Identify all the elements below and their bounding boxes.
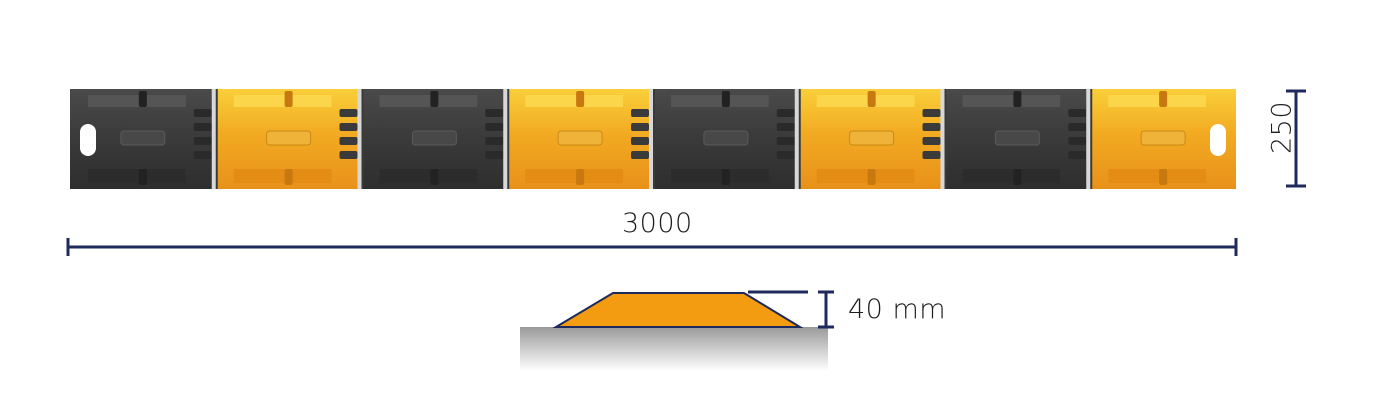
module-joint [503,89,508,189]
reflector-peg [284,169,293,185]
dark-module [363,89,508,189]
connector-tab [1068,109,1087,117]
logo-plate [266,130,312,146]
yellow-module [217,89,362,189]
yellow-module [800,89,945,189]
logo-plate [994,130,1040,146]
reflector-peg [867,91,876,107]
module-joint [211,89,216,189]
connector-tab [1068,123,1087,131]
logo-plate [1140,130,1186,146]
reflector-peg [138,91,147,107]
module-rib-bottom [379,169,478,183]
reflector-peg [1159,169,1168,185]
logo-plate [411,130,457,146]
connector-tab [922,137,941,145]
module-rib-top [1108,95,1206,107]
reflector-peg [1159,91,1168,107]
module-rib-bottom [962,169,1061,183]
connector-tab [193,123,212,131]
side-profile [520,292,828,371]
length-dimension-line [66,238,1238,256]
module-joint [794,89,799,189]
connector-tab [631,151,649,159]
module-rib-top [671,95,769,107]
height-label: 40 mm [848,294,947,325]
module-rib-bottom [233,169,332,183]
module-joint [1086,89,1091,189]
connector-tab [339,109,358,117]
connector-tab [776,151,795,159]
connector-tab [631,109,649,117]
module-rib-bottom [816,169,915,183]
reflector-peg [721,169,730,185]
connector-tab [485,123,504,131]
connector-tab [193,151,212,159]
connector-tab [485,109,504,117]
dark-module [655,89,799,189]
module-joint [357,89,362,189]
connector-tab [631,123,649,131]
module-rib-bottom [525,169,623,183]
module-rib-bottom [88,169,186,183]
length-label: 3000 [622,208,693,239]
module-joint [649,89,653,189]
logo-plate [120,130,166,146]
logo-plate [849,130,895,146]
left-handle-slot [80,124,96,156]
reflector-peg [1013,169,1022,185]
module-rib-top [962,95,1061,107]
logo-plate [703,130,749,146]
width-label: 250 [1266,100,1298,155]
reflector-peg [430,169,439,185]
bump-profile [552,292,804,328]
speed-bump-top-view [70,89,1236,189]
connector-tab [631,137,649,145]
module-rib-bottom [671,169,769,183]
connector-tab [922,109,941,117]
dark-module [946,89,1091,189]
right-handle-slot [1210,124,1226,156]
connector-tab [1068,151,1087,159]
reflector-peg [284,91,293,107]
connector-tab [193,109,212,117]
module-joint [940,89,945,189]
connector-tab [339,137,358,145]
module-rib-top [379,95,478,107]
height-dimension-line [748,290,834,329]
ground-surface [520,327,828,371]
connector-tab [922,151,941,159]
width-dimension-line [1286,89,1306,188]
connector-tab [776,137,795,145]
connector-tab [922,123,941,131]
connector-tab [485,137,504,145]
connector-tab [1068,137,1087,145]
connector-tab [339,123,358,131]
reflector-peg [867,169,876,185]
module-rib-top [816,95,915,107]
connector-tab [339,151,358,159]
reflector-peg [576,169,585,185]
connector-tab [193,137,212,145]
reflector-peg [1013,91,1022,107]
yellow-module [509,89,653,189]
reflector-peg [576,91,585,107]
reflector-peg [721,91,730,107]
logo-plate [557,130,603,146]
connector-tab [776,123,795,131]
module-rib-top [233,95,332,107]
module-rib-top [88,95,186,107]
module-rib-top [525,95,623,107]
connector-tab [776,109,795,117]
reflector-peg [430,91,439,107]
connector-tab [485,151,504,159]
reflector-peg [138,169,147,185]
module-rib-bottom [1108,169,1206,183]
